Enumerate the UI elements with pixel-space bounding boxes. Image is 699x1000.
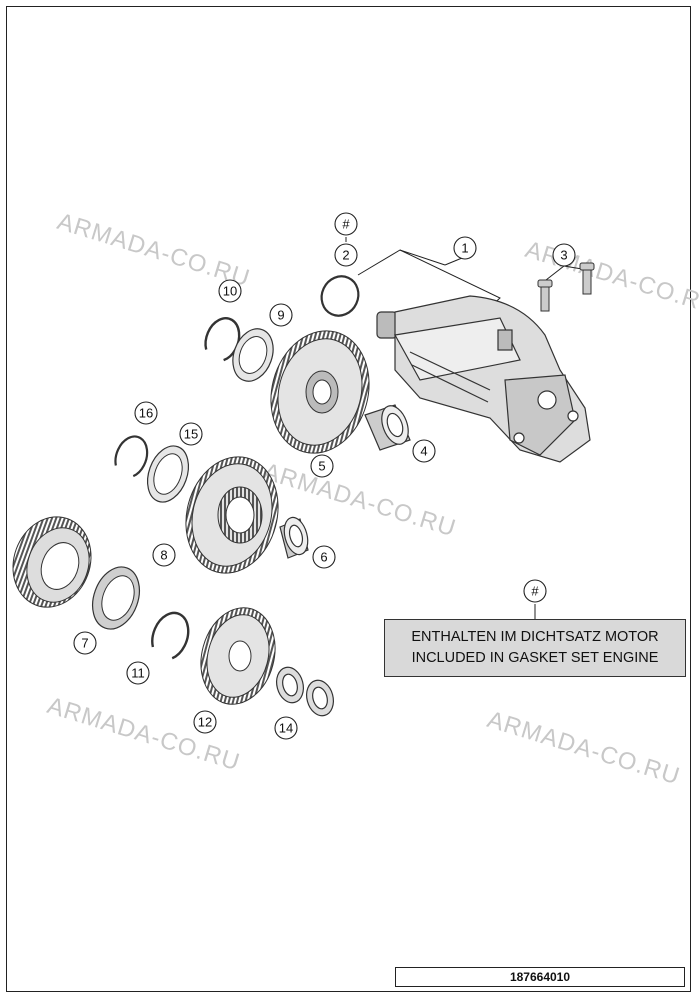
gear-part — [270, 330, 370, 454]
callout-3: 3 — [552, 243, 576, 267]
bolt-part — [579, 262, 595, 295]
note-line-english: INCLUDED IN GASKET SET ENGINE — [411, 650, 659, 666]
callout-10: 10 — [218, 279, 242, 303]
note-line-german: ENTHALTEN IM DICHTSATZ MOTOR — [411, 629, 659, 645]
freewheel-part — [92, 566, 140, 630]
callout-hash: # — [523, 579, 547, 603]
gear-part — [200, 607, 276, 705]
callout-15: 15 — [179, 422, 203, 446]
starter-motor-part — [376, 295, 591, 463]
svg-text:2: 2 — [342, 248, 349, 263]
svg-text:7: 7 — [81, 636, 88, 651]
callout-8: 8 — [152, 543, 176, 567]
svg-text:3: 3 — [560, 248, 567, 263]
callout-6: 6 — [312, 545, 336, 569]
svg-text:1: 1 — [461, 241, 468, 256]
svg-text:12: 12 — [198, 715, 212, 730]
circlip-part — [151, 611, 190, 660]
callout-1: 1 — [453, 236, 477, 260]
needle-bearing-part — [306, 679, 334, 717]
needle-bearing-part — [276, 666, 304, 704]
svg-text:6: 6 — [320, 550, 327, 565]
svg-text:11: 11 — [131, 666, 145, 681]
callout-11: 11 — [126, 661, 150, 685]
svg-text:5: 5 — [318, 459, 325, 474]
callout-9: 9 — [269, 303, 293, 327]
bolt-part — [537, 279, 553, 312]
callout-16: 16 — [134, 401, 158, 425]
svg-text:4: 4 — [420, 444, 427, 459]
svg-text:15: 15 — [184, 427, 198, 442]
callout-7: 7 — [73, 631, 97, 655]
washer-part — [146, 445, 190, 503]
svg-text:8: 8 — [160, 548, 167, 563]
diagram-number: 187664010 — [395, 967, 685, 987]
washer-part — [232, 328, 274, 382]
callout-2: 2 — [334, 243, 358, 267]
callout-12: 12 — [193, 710, 217, 734]
svg-text:16: 16 — [139, 406, 153, 421]
svg-text:10: 10 — [223, 284, 237, 299]
svg-text:9: 9 — [277, 308, 284, 323]
svg-text:#: # — [531, 584, 539, 599]
gasket-set-note: ENTHALTEN IM DICHTSATZ MOTOR INCLUDED IN… — [384, 619, 686, 677]
svg-text:#: # — [342, 217, 350, 232]
diagram-frame — [6, 6, 691, 992]
callout-hash: # — [334, 212, 358, 236]
callout-4: 4 — [412, 439, 436, 463]
gear-part — [185, 456, 279, 574]
needle-bearing-part — [279, 516, 309, 559]
callout-14: 14 — [274, 716, 298, 740]
callout-5: 5 — [310, 454, 334, 478]
svg-text:14: 14 — [279, 721, 293, 736]
gear-part — [12, 516, 92, 608]
needle-bearing-part — [364, 404, 411, 451]
circlip-part — [114, 435, 149, 478]
o-ring-part — [320, 275, 360, 317]
